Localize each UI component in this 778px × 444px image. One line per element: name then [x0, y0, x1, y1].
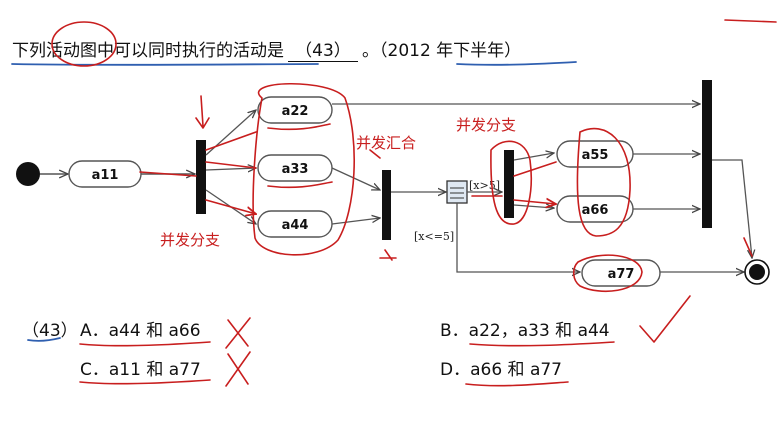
fork-bar-3: [504, 150, 514, 218]
ink-fork-arrows: [205, 131, 256, 214]
annotation-join: 并发汇合: [356, 134, 416, 152]
ink-check-mark-b: [639, 295, 691, 343]
flow-fork3-a66: [513, 205, 554, 208]
circle-mark-question: [51, 21, 117, 67]
ink-group-circle: [252, 82, 355, 256]
flow-decision-a77: [456, 203, 580, 272]
activity-label-a44: a44: [282, 218, 309, 233]
fork-bar-1: [196, 140, 206, 214]
option-number: （43）: [22, 321, 78, 341]
question-stem: 下列活动图中可以同时执行的活动是: [12, 41, 284, 61]
ink-fork3-circle: [490, 140, 533, 225]
underline-year: [456, 61, 577, 66]
flow-fork-a22: [205, 110, 256, 156]
question-blank: （43）: [288, 36, 358, 62]
flow-a44-join: [331, 218, 380, 225]
activity-a22: a22: [257, 96, 333, 124]
activity-a66: a66: [556, 195, 634, 223]
ink-a55-a66-circle: [576, 127, 631, 237]
ink-underlines: [267, 123, 333, 189]
activity-label-a33: a33: [282, 162, 309, 177]
join-bar-2: [382, 170, 391, 240]
annotation-fork-left: 并发分支: [160, 231, 220, 249]
question-source: （2012 年下半年）: [379, 41, 522, 61]
activity-a11: a11: [68, 160, 142, 188]
activity-label-a22: a22: [282, 104, 309, 119]
annotation-fork-right: 并发分支: [456, 116, 516, 134]
flow-join-final: [712, 159, 752, 258]
ink-option-underlines: [79, 341, 615, 387]
option-d[interactable]: D．a66 和 a77: [440, 360, 562, 380]
flow-fork3-a55: [513, 153, 554, 161]
flow-a33-join: [331, 167, 380, 190]
ink-x-mark-c: [225, 351, 251, 387]
option-b[interactable]: B．a22，a33 和 a44: [440, 321, 610, 341]
ink-x-mark-a: [225, 317, 251, 349]
question-period: 。: [362, 41, 379, 61]
ink-fork3-arrows: [471, 161, 556, 204]
activity-label-a11: a11: [92, 168, 119, 183]
ink-arrow-fork: [195, 95, 210, 129]
question-text: 下列活动图中可以同时执行的活动是（43）。（2012 年下半年）: [12, 36, 521, 62]
activity-a44: a44: [257, 210, 333, 238]
activity-a33: a33: [257, 154, 333, 182]
activity-label-a77: a77: [608, 267, 635, 282]
flow-fork-a33: [205, 168, 256, 170]
ink-a77-circle: [572, 254, 643, 292]
initial-node: [16, 162, 40, 186]
join-bar-4: [702, 80, 712, 228]
ink-a11-trace: [139, 171, 197, 177]
activity-a77: a77: [581, 259, 661, 287]
activity-label-a55: a55: [582, 148, 609, 163]
ink-underline-43: [27, 337, 61, 342]
ink-join-marks: [369, 149, 397, 261]
option-c[interactable]: C．a11 和 a77: [80, 360, 201, 380]
ink-extra-marks: [724, 19, 777, 257]
underline-question: [11, 63, 319, 66]
guard-x-greater-5: [x>5]: [469, 179, 500, 192]
guard-x-le-5: [x<=5]: [414, 230, 454, 243]
option-a[interactable]: A．a44 和 a66: [80, 321, 201, 341]
decision-node: [446, 180, 468, 204]
final-node: [744, 259, 770, 285]
activity-label-a66: a66: [582, 203, 609, 218]
